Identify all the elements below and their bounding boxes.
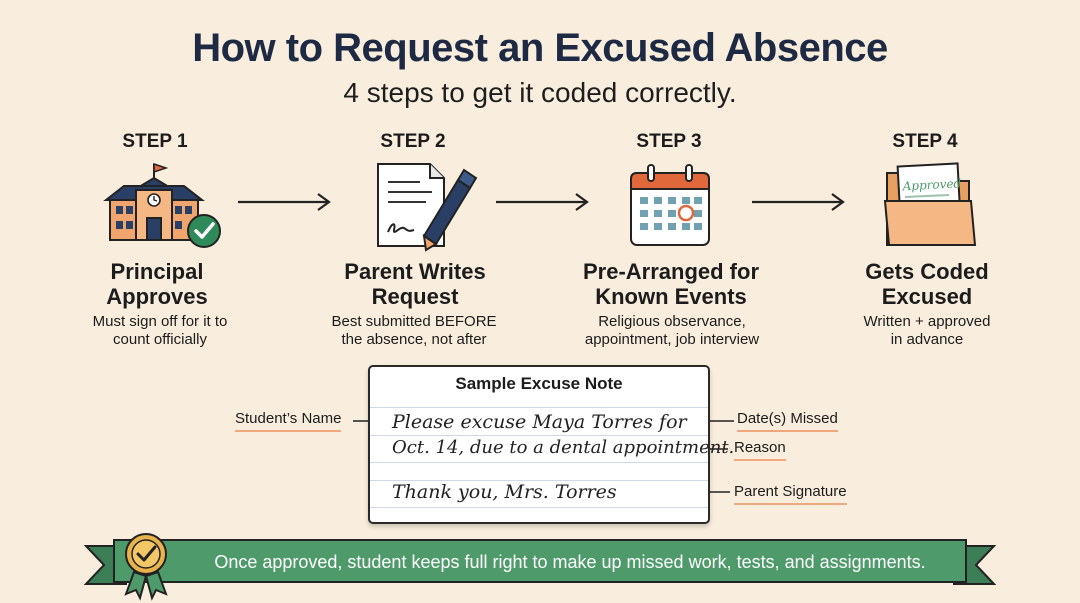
banner-text: Once approved, student keeps full right … bbox=[214, 552, 926, 572]
approved-folder-icon: Approved bbox=[883, 162, 977, 246]
page-title: How to Request an Excused Absence bbox=[192, 26, 888, 70]
arrow-right-icon bbox=[238, 193, 331, 211]
note-line-reason: Oct. 14, due to a dental appointment. bbox=[392, 437, 735, 458]
step-4-title: Gets Coded Excused bbox=[865, 259, 989, 309]
note-rule bbox=[370, 507, 708, 508]
note-rule bbox=[370, 407, 708, 408]
step-4-description: Written + approved in advance bbox=[863, 313, 991, 348]
note-line-student: Please excuse Maya Torres for bbox=[392, 411, 687, 433]
school-check-icon bbox=[103, 162, 221, 248]
callout-parent-signature: Parent Signature bbox=[734, 483, 847, 505]
arrow-right-icon bbox=[496, 193, 589, 211]
step-4-label: STEP 4 bbox=[892, 131, 958, 152]
document-pen-icon bbox=[377, 163, 478, 252]
step-2-title: Parent Writes Request bbox=[344, 259, 486, 309]
note-line-signature: Thank you, Mrs. Torres bbox=[392, 481, 617, 503]
step-3-description: Religious observance, appointment, job i… bbox=[584, 313, 760, 348]
callout-dates-missed: Date(s) Missed bbox=[737, 410, 838, 432]
note-title: Sample Excuse Note bbox=[455, 374, 623, 393]
step-3-label: STEP 3 bbox=[636, 131, 702, 152]
calendar-icon bbox=[630, 164, 710, 246]
note-rule bbox=[370, 462, 708, 463]
arrow-right-icon bbox=[752, 193, 845, 211]
callout-student-name: Student’s Name bbox=[235, 410, 342, 432]
page-subtitle: 4 steps to get it coded correctly. bbox=[343, 77, 737, 108]
callout-reason: Reason bbox=[734, 439, 786, 461]
step-3-title: Pre-Arranged for Known Events bbox=[582, 259, 760, 309]
bottom-banner bbox=[83, 533, 997, 601]
step-1-description: Must sign off for it to count officially bbox=[92, 313, 228, 348]
approved-stamp: Approved bbox=[901, 176, 962, 193]
sample-excuse-note: Sample Excuse Note Please excuse Maya To… bbox=[368, 365, 734, 524]
step-2-description: Best submitted BEFORE the absence, not a… bbox=[331, 313, 497, 348]
award-ribbon-icon bbox=[124, 533, 168, 601]
step-1-title: Principal Approves bbox=[106, 259, 208, 309]
step-2-label: STEP 2 bbox=[380, 131, 446, 152]
note-rule bbox=[370, 435, 708, 436]
note-rule bbox=[370, 480, 708, 481]
step-1-label: STEP 1 bbox=[122, 131, 188, 152]
